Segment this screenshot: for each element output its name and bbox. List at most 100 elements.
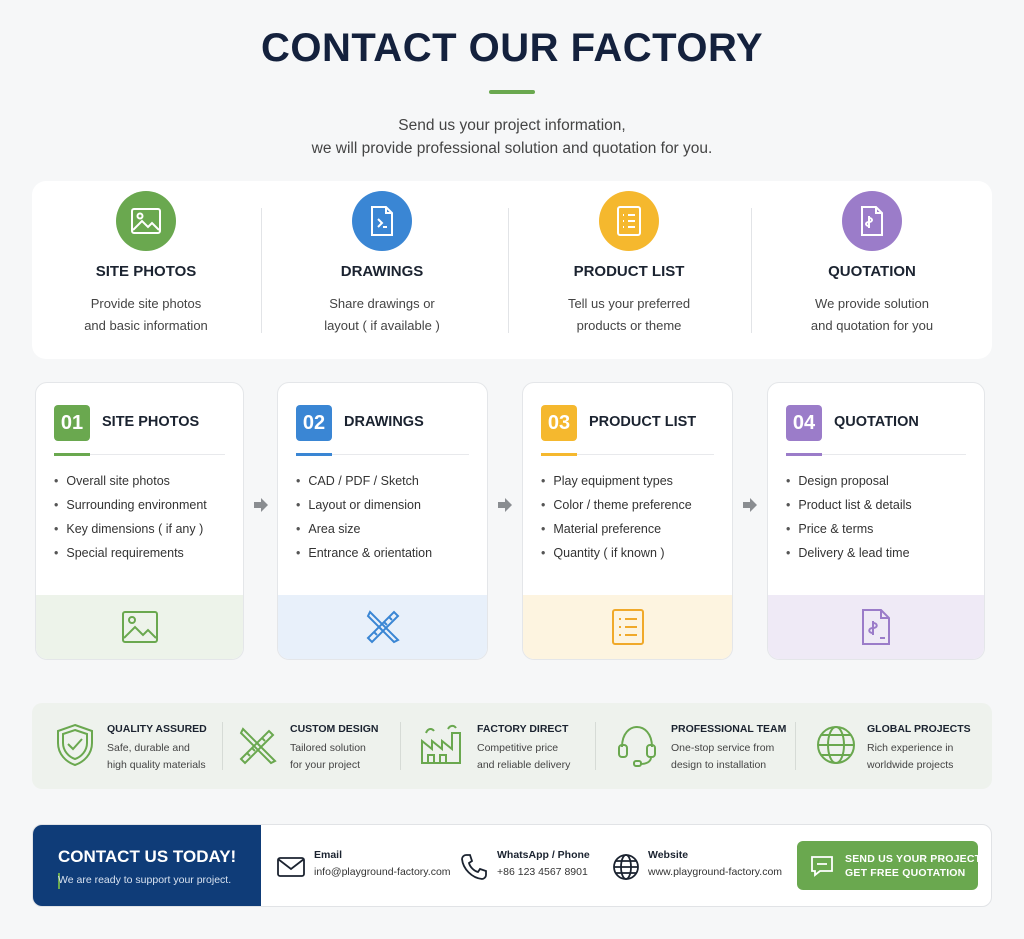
website-label: Website	[648, 849, 689, 861]
step-card-footer	[36, 595, 243, 659]
step-card-title: SITE PHOTOS	[102, 414, 200, 430]
contact-subheading: We are ready to support your project.	[58, 874, 232, 886]
list-item: Special requirements	[54, 543, 207, 567]
document-icon	[352, 191, 412, 251]
step-card-list: CAD / PDF / Sketch Layout or dimension A…	[296, 471, 432, 567]
feature-title: CUSTOM DESIGN	[290, 723, 379, 735]
divider	[296, 454, 469, 455]
overview-step-title: PRODUCT LIST	[573, 263, 685, 280]
page-subtitle-line1: Send us your project information,	[398, 117, 626, 134]
list-item: CAD / PDF / Sketch	[296, 471, 432, 495]
divider	[595, 722, 596, 770]
contact-phone[interactable]: WhatsApp / Phone +86 123 4567 8901	[459, 825, 609, 906]
accent-bar	[786, 453, 822, 456]
list-item: Play equipment types	[541, 471, 692, 495]
cta-line1: SEND US YOUR PROJECT	[845, 853, 982, 865]
step-number-badge: 03	[541, 405, 577, 441]
phone-icon	[461, 854, 487, 880]
divider	[400, 722, 401, 770]
step-card-title: QUOTATION	[834, 414, 919, 430]
phone-link[interactable]: +86 123 4567 8901	[497, 866, 588, 878]
accent-bar	[54, 453, 90, 456]
overview-step-title: SITE PHOTOS	[95, 263, 197, 280]
contact-bar: CONTACT US TODAY! We are ready to suppor…	[32, 824, 992, 907]
checklist-icon	[599, 191, 659, 251]
contact-email[interactable]: Email info@playground-factory.com	[276, 825, 456, 906]
list-item: Area size	[296, 519, 432, 543]
step-card-product-list: 03 PRODUCT LIST Play equipment types Col…	[522, 382, 733, 660]
list-item: Product list & details	[786, 495, 911, 519]
contact-heading: CONTACT US TODAY!	[58, 847, 237, 866]
globe-icon	[817, 726, 855, 764]
divider	[54, 454, 225, 455]
page-subtitle-line2: we will provide professional solution an…	[311, 140, 713, 157]
envelope-icon	[277, 857, 305, 877]
arrow-right-icon	[743, 498, 757, 512]
image-icon	[116, 191, 176, 251]
step-card-footer	[523, 595, 732, 659]
phone-label: WhatsApp / Phone	[497, 849, 590, 861]
step-card-footer	[278, 595, 487, 659]
contact-heading-block: CONTACT US TODAY! We are ready to suppor…	[33, 825, 261, 906]
list-item: Surrounding environment	[54, 495, 206, 519]
email-link[interactable]: info@playground-factory.com	[314, 866, 451, 878]
overview-step-title: QUOTATION	[828, 263, 916, 280]
step-card-list: Overall site photos Surrounding environm…	[54, 471, 207, 567]
shield-check-icon	[57, 723, 93, 767]
step-number-badge: 02	[296, 405, 332, 441]
send-project-button[interactable]: SEND US YOUR PROJECT GET FREE QUOTATION	[797, 841, 982, 890]
accent-bar	[58, 873, 60, 889]
step-number-badge: 04	[786, 405, 822, 441]
step-card-list: Design proposal Product list & details P…	[786, 471, 912, 567]
feature-title: GLOBAL PROJECTS	[867, 723, 971, 735]
list-item: Layout or dimension	[296, 495, 432, 519]
chat-bubble-icon	[811, 856, 833, 877]
checklist-icon	[611, 609, 644, 645]
page-title: CONTACT OUR FACTORY	[260, 26, 764, 70]
divider	[795, 722, 796, 770]
divider	[222, 722, 223, 770]
step-card-title: DRAWINGS	[344, 414, 424, 430]
divider	[786, 454, 966, 455]
accent-bar	[541, 453, 577, 456]
globe-icon	[613, 854, 639, 880]
accent-bar	[296, 453, 332, 456]
divider	[751, 208, 752, 333]
quotation-icon	[862, 609, 890, 645]
headset-icon	[618, 725, 656, 767]
contact-website[interactable]: Website www.playground-factory.com	[611, 825, 791, 906]
step-card-title: PRODUCT LIST	[589, 414, 697, 430]
website-link[interactable]: www.playground-factory.com	[648, 866, 783, 878]
list-item: Color / theme preference	[541, 495, 691, 519]
step-card-footer	[768, 595, 984, 659]
step-card-quotation: 04 QUOTATION Design proposal Product lis…	[767, 382, 985, 660]
list-item: Delivery & lead time	[786, 543, 912, 567]
feature-title: PROFESSIONAL TEAM	[671, 723, 787, 735]
list-item: Material preference	[541, 519, 692, 543]
ruler-pencil-icon	[239, 727, 277, 765]
list-item: Design proposal	[786, 471, 912, 495]
list-item: Overall site photos	[54, 471, 207, 495]
ruler-pencil-icon	[366, 610, 400, 644]
divider	[261, 208, 262, 333]
divider	[541, 454, 714, 455]
step-card-site-photos: 01 SITE PHOTOS Overall site photos Surro…	[35, 382, 244, 660]
list-item: Quantity ( if known )	[541, 543, 692, 567]
divider	[508, 208, 509, 333]
